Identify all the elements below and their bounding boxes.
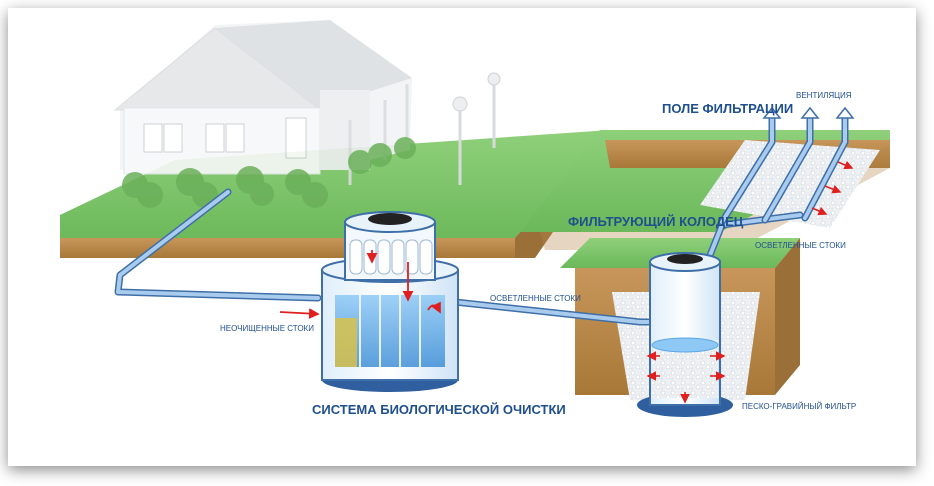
filtration-arrows [811, 160, 854, 216]
house [113, 20, 412, 185]
filter-well [637, 252, 733, 417]
shrubs [122, 137, 416, 208]
label-untreated-drains: НЕОЧИЩЕННЫЕ СТОКИ [220, 324, 314, 333]
label-clarified-drains: ОСВЕТЛЕННЫЕ СТОКИ [490, 294, 581, 303]
bio-treatment-tank [279, 211, 459, 392]
label-bio-system: СИСТЕМА БИОЛОГИЧЕСКОЙ ОЧИСТКИ [312, 402, 566, 417]
label-clarified-drains-top: ОСВЕТЛЕННЫЕ СТОКИ [755, 241, 846, 250]
lamp-posts [452, 72, 501, 185]
vent-caps [762, 106, 855, 119]
label-sand-gravel-filter: ПЕСКО-ГРАВИЙНЫЙ ФИЛЬТР [742, 402, 856, 411]
label-filtration-field: ПОЛЕ ФИЛЬТРАЦИИ [662, 101, 793, 116]
label-ventilation: ВЕНТИЛЯЦИЯ [796, 91, 852, 100]
label-filter-well: ФИЛЬТРУЮЩИЙ КОЛОДЕЦ [568, 214, 744, 229]
